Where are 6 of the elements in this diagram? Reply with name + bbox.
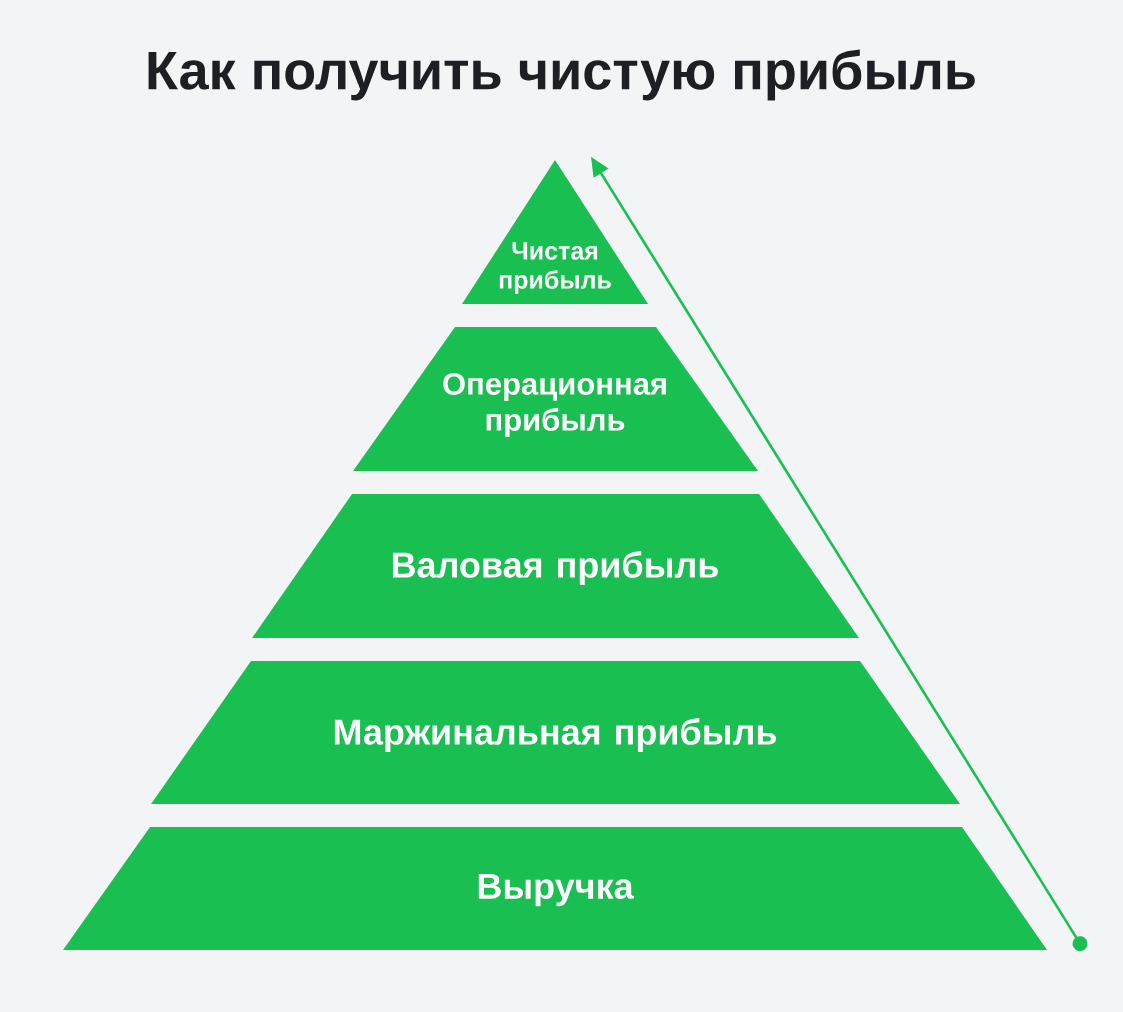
pyramid-band: Выручка [63, 827, 1047, 950]
title: Как получить чистую прибыль [148, 49, 975, 101]
pyramid-band: Маржинальная прибыль [151, 661, 960, 804]
pyramid-top: Чистая прибыль [462, 160, 648, 304]
pyramid-band: Операционная прибыль [353, 327, 758, 471]
pyramid-band: Валовая прибыль [252, 494, 859, 638]
